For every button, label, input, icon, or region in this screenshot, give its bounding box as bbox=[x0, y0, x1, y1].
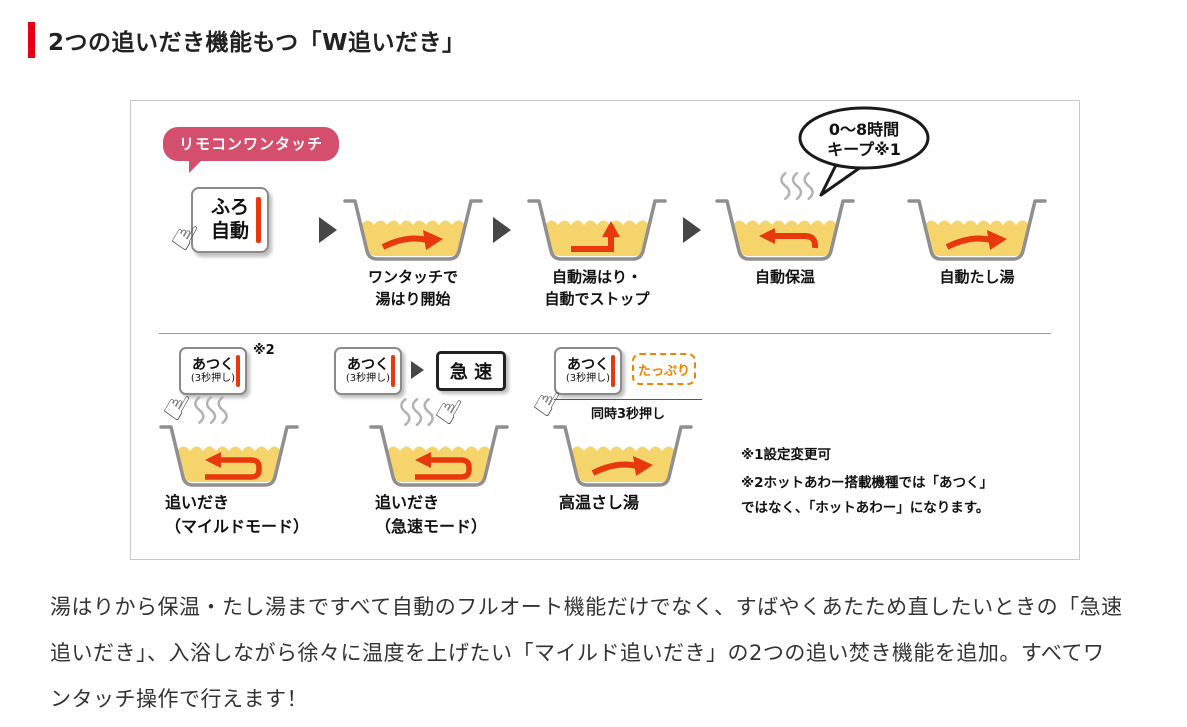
bathtub-keepwarm-illustration bbox=[715, 199, 855, 261]
keep-time-bubble: 0〜8時間 キープ※1 bbox=[798, 106, 930, 197]
footnote-ref-2: ※2 bbox=[253, 343, 275, 358]
bathtub-autostop-illustration bbox=[527, 199, 667, 261]
footnote-2: ※2ホットあわー搭載機種では「あつく」 ではなく、「ホットあわー」になります。 bbox=[741, 475, 994, 516]
bathtub-reheat-mild-illustration bbox=[159, 425, 299, 487]
bubble-line-1: 0〜8時間 bbox=[829, 120, 899, 139]
description-paragraph: 湯はりから保温・たし湯まですべて自動のフルオート機能だけでなく、すばやくあたため… bbox=[50, 595, 1123, 711]
tappuri-button-illustration: たっぷり bbox=[632, 353, 696, 385]
atsuku-button-sublabel: (3秒押し) bbox=[190, 373, 236, 385]
bathtub-fill-illustration bbox=[343, 199, 483, 261]
mode-caption-mild: 追いだき （マイルドモード） bbox=[165, 493, 310, 536]
bathtub-hot-add-illustration bbox=[553, 425, 693, 487]
feature-diagram: リモコンワンタッチ ふろ 自動 ☝ ワンタッチで 湯はり開始 自動湯はり・ 自動… bbox=[130, 100, 1080, 560]
page-title: 2つの追いだき機能もつ「W追いだき」 bbox=[48, 30, 466, 56]
mode-caption-quick: 追いだき （急速モード） bbox=[375, 493, 488, 536]
step-arrow-icon bbox=[411, 361, 424, 379]
bubble-line-2: キープ※1 bbox=[827, 140, 901, 159]
bathtub-addwater-illustration bbox=[907, 199, 1047, 261]
remote-onetouch-badge: リモコンワンタッチ bbox=[163, 127, 340, 173]
step-caption-fill-start: ワンタッチで 湯はり開始 bbox=[367, 268, 458, 308]
step-caption-keep-warm: 自動保温 bbox=[754, 268, 815, 286]
diagram-divider bbox=[159, 333, 1051, 334]
footnotes: ※1設定変更可 ※2ホットあわー搭載機種では「あつく」 ではなく、「ホットあわー… bbox=[741, 443, 993, 520]
bathtub-reheat-quick-illustration bbox=[369, 425, 509, 487]
kyusoku-button-illustration: 急 速 bbox=[436, 351, 506, 391]
step-caption-add-water: 自動たし湯 bbox=[939, 268, 1015, 286]
step-arrow-icon bbox=[319, 217, 337, 243]
atsuku-button-illustration: あつく (3秒押し) bbox=[179, 347, 247, 395]
atsuku-button-illustration: あつく (3秒押し) bbox=[334, 347, 402, 395]
atsuku-button-label: あつく bbox=[192, 356, 234, 373]
step-arrow-icon bbox=[493, 217, 511, 243]
step-caption-auto-stop: 自動湯はり・ 自動でストップ bbox=[544, 268, 650, 308]
simultaneous-press-label: 同時3秒押し bbox=[554, 399, 702, 422]
atsuku-button-sublabel: (3秒押し) bbox=[345, 373, 391, 385]
footnote-1: ※1設定変更可 bbox=[741, 447, 832, 463]
atsuku-button-illustration: あつく (3秒押し) bbox=[554, 347, 622, 395]
atsuku-button-label: あつく bbox=[567, 356, 609, 373]
section-heading: 2つの追いだき機能もつ「W追いだき」 bbox=[28, 22, 465, 58]
accent-bar bbox=[28, 22, 35, 58]
step-arrow-icon bbox=[683, 217, 701, 243]
atsuku-button-sublabel: (3秒押し) bbox=[565, 373, 611, 385]
mode-caption-hot-add: 高温さし湯 bbox=[559, 493, 640, 512]
atsuku-button-label: あつく bbox=[347, 356, 389, 373]
furo-auto-button-illustration: ふろ 自動 bbox=[191, 187, 269, 253]
